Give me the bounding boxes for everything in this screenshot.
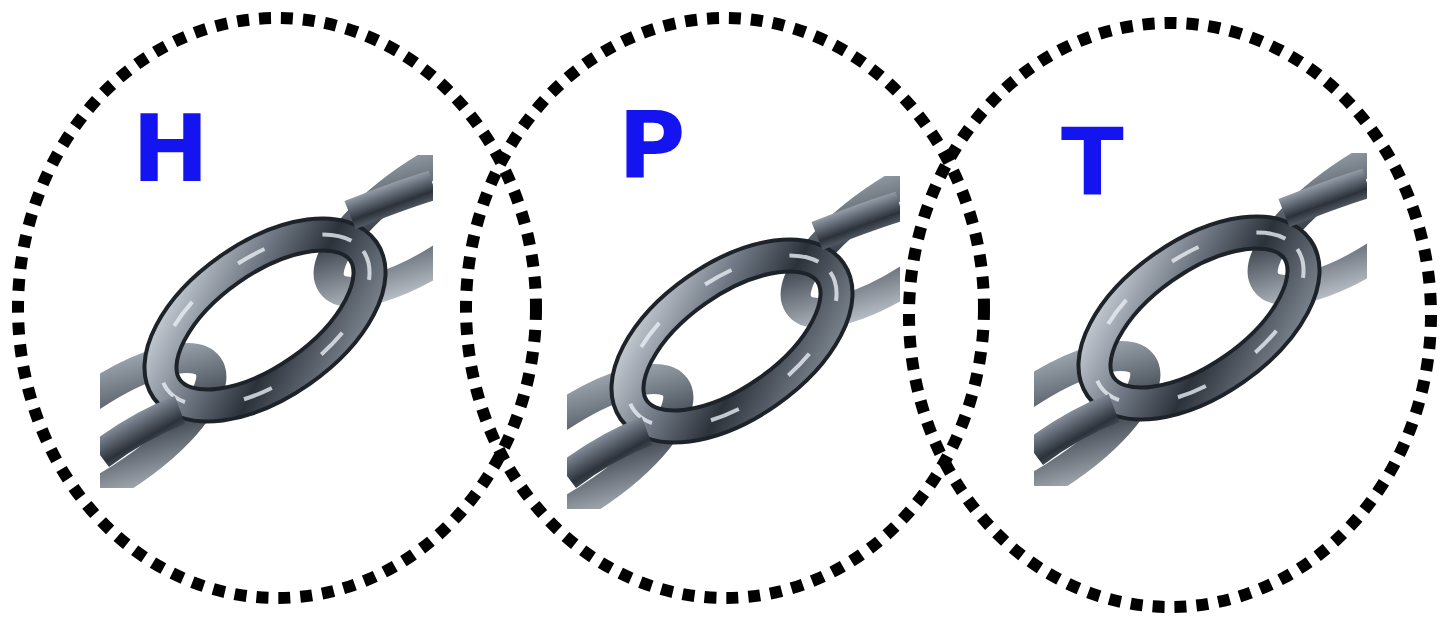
dotted-circle: P [460,12,990,604]
circle-outline [903,17,1437,613]
dotted-circle: T [903,17,1437,613]
node-letter: T [1061,117,1124,209]
node-letter: P [618,100,685,192]
circle-outline [460,12,990,604]
node-letter: H [132,104,209,196]
